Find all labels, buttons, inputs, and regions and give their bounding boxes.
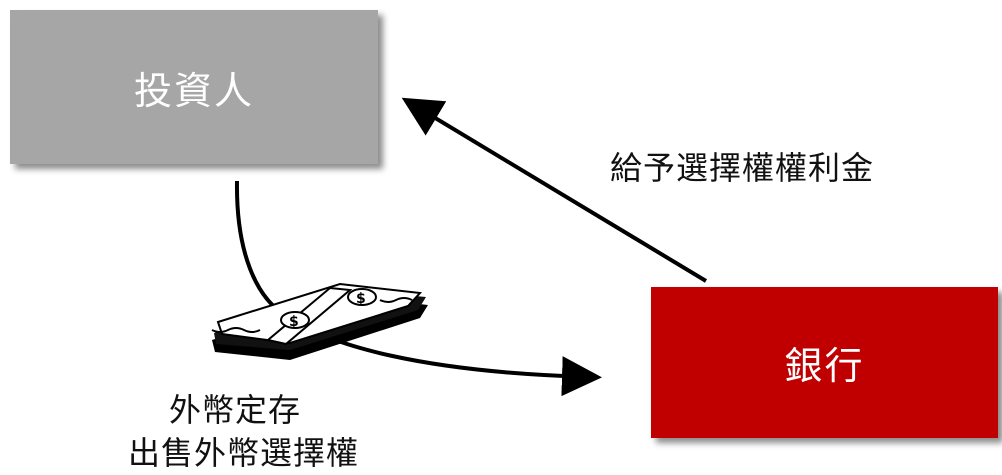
bank-box: 銀行 [651,287,998,438]
svg-text:$: $ [289,314,299,330]
sell-option-label: 出售外幣選擇權 [128,434,360,472]
premium-label: 給予選擇權權利金 [610,149,875,187]
investor-label: 投資人 [133,68,254,113]
money-stack-icon: $ $ [211,282,428,360]
investor-box: 投資人 [10,10,378,164]
deposit-label: 外幣定存 [169,391,302,429]
premium-arrow [401,97,708,283]
svg-text:$: $ [356,291,366,307]
bank-label: 銀行 [784,344,865,388]
